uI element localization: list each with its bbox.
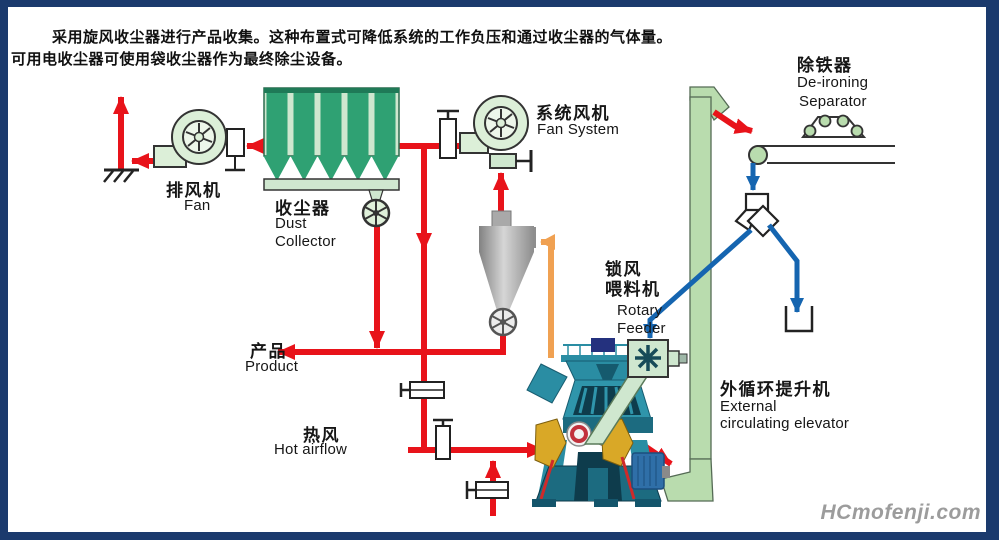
damper-valve-icon-a: [225, 128, 245, 172]
reject-bucket-icon: [784, 306, 814, 333]
blue-material-lines: [643, 163, 804, 339]
splitter-to-feeder-arrow: [643, 228, 753, 339]
label-elevator-zh: 外循环提升机: [720, 380, 831, 399]
label-system-fan-en: Fan System: [537, 121, 620, 138]
label-exhaust-fan-zh: 排风机: [166, 181, 222, 200]
label-elevator-en2: circulating elevator: [720, 415, 850, 432]
damper-valve-icon-b: [437, 109, 459, 159]
label-dust-collector-en1: Dust: [275, 215, 307, 232]
label-product-en: Product: [245, 358, 299, 375]
dust-collector-icon: [263, 87, 400, 228]
return-duct-arrow: [540, 234, 555, 358]
label-de-ironing-zh: 除铁器: [797, 56, 853, 75]
label-rotary-feeder-en2: Feeder: [617, 320, 666, 337]
label-product-zh: 产品: [250, 342, 287, 361]
system-fan-icon: [459, 95, 533, 172]
belt-conveyor-icon: [748, 145, 895, 165]
label-rotary-feeder-zh2: 喂料机: [605, 280, 661, 299]
bucket-elevator-icon: [660, 86, 730, 502]
magnetic-separator-icon: [801, 114, 867, 138]
label-de-ironing-en2: Separator: [799, 93, 867, 110]
label-de-ironing-en1: De-ironing: [797, 74, 869, 91]
label-rotary-feeder-zh1: 锁风: [605, 260, 642, 279]
damper-valve-icon-c: [433, 418, 453, 460]
label-dust-collector-en2: Collector: [275, 233, 336, 250]
exhaust-fan-icon: [153, 109, 227, 168]
damper-valve-icon-e: [399, 381, 445, 399]
label-dust-collector-zh: 收尘器: [275, 199, 331, 218]
rotary-valve-icon: [361, 198, 391, 228]
cyclone-rotary-valve-icon: [488, 307, 518, 337]
label-hot-airflow-en: Hot airflow: [274, 441, 348, 458]
splitter-to-bucket-arrow: [767, 223, 804, 313]
label-system-fan-zh: 系统风机: [536, 104, 610, 123]
label-exhaust-fan-en: Fan: [184, 197, 211, 214]
description-line-1: 采用旋风收尘器进行产品收集。这种布置式可降低系统的工作负压和通过收尘器的气体量。: [52, 29, 673, 46]
damper-valve-icon-d: [465, 481, 509, 499]
watermark: HCmofenji.com: [820, 501, 981, 524]
label-hot-airflow-zh: 热风: [303, 426, 340, 445]
product-line-arrow: [277, 334, 506, 360]
ground-symbol: [103, 168, 139, 183]
damper-valve-icons: [225, 109, 509, 499]
elevator-discharge-arrow: [712, 109, 753, 134]
cyclone-icon: [479, 210, 536, 337]
label-rotary-feeder-en1: Rotary: [617, 302, 663, 319]
label-elevator-en1: External: [720, 398, 777, 415]
rotary-feeder-icon: [627, 339, 688, 378]
description-line-2: 可用电收尘器可使用袋收尘器作为最终除尘设备。: [11, 51, 353, 68]
